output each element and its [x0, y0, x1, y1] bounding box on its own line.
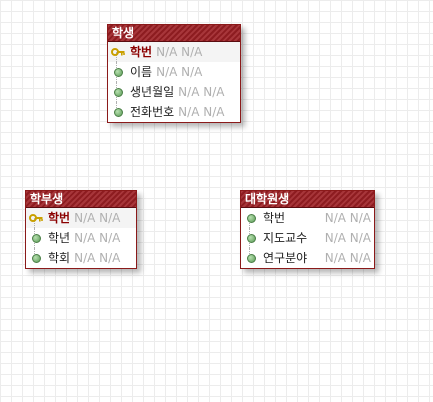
attribute-type: N/A N/A	[74, 211, 121, 225]
attribute-row[interactable]: 이름 N/A N/A	[108, 62, 240, 82]
attribute-name: 학회	[48, 251, 71, 265]
attribute-type: N/A N/A	[324, 251, 371, 265]
attribute-list: 학번 N/A N/A 지도교수 N/A N/A 연구분야 N/A N/A	[241, 207, 374, 268]
attribute-type: N/A N/A	[178, 85, 225, 99]
attribute-name: 이름	[130, 65, 153, 79]
attribute-name: 연구분야	[263, 251, 308, 265]
attribute-row[interactable]: 전화번호 N/A N/A	[108, 102, 240, 122]
attribute-dot-icon	[108, 102, 128, 122]
attribute-dot-icon	[108, 82, 128, 102]
attribute-dot-icon	[108, 62, 128, 82]
attribute-name: 생년월일	[130, 85, 175, 99]
attribute-type: N/A N/A	[74, 231, 121, 245]
attribute-type: N/A N/A	[324, 231, 371, 245]
entity-student[interactable]: 학생 학번 N/A N/A 이름 N/A N/A 생년월일 N/A N/A 전화…	[107, 24, 241, 123]
attribute-row[interactable]: 학번 N/A N/A	[108, 42, 240, 62]
attribute-row[interactable]: 학번 N/A N/A	[26, 208, 136, 228]
entity-title[interactable]: 학부생	[26, 191, 136, 207]
entity-title[interactable]: 학생	[108, 25, 240, 41]
attribute-row[interactable]: 학번 N/A N/A	[241, 208, 374, 228]
attribute-type: N/A N/A	[74, 251, 121, 265]
attribute-row[interactable]: 학회 N/A N/A	[26, 248, 136, 268]
attribute-name: 전화번호	[130, 105, 175, 119]
attribute-type: N/A N/A	[178, 105, 225, 119]
attribute-name: 학년	[48, 231, 71, 245]
attribute-list: 학번 N/A N/A 학년 N/A N/A 학회 N/A N/A	[26, 207, 136, 268]
attribute-name: 학번	[263, 211, 286, 225]
attribute-dot-icon	[241, 228, 261, 248]
attribute-row[interactable]: 학년 N/A N/A	[26, 228, 136, 248]
attribute-type: N/A N/A	[156, 45, 203, 59]
entity-undergraduate[interactable]: 학부생 학번 N/A N/A 학년 N/A N/A 학회 N/A N/A	[25, 190, 137, 269]
attribute-name: 학번	[48, 211, 71, 225]
attribute-dot-icon	[241, 208, 261, 228]
attribute-row[interactable]: 지도교수 N/A N/A	[241, 228, 374, 248]
attribute-dot-icon	[26, 248, 46, 268]
attribute-dot-icon	[26, 228, 46, 248]
attribute-name: 지도교수	[263, 231, 308, 245]
attribute-row[interactable]: 생년월일 N/A N/A	[108, 82, 240, 102]
attribute-name: 학번	[130, 45, 153, 59]
attribute-type: N/A N/A	[156, 65, 203, 79]
entity-title[interactable]: 대학원생	[241, 191, 374, 207]
attribute-row[interactable]: 연구분야 N/A N/A	[241, 248, 374, 268]
entity-graduate[interactable]: 대학원생 학번 N/A N/A 지도교수 N/A N/A 연구분야 N/A N/…	[240, 190, 375, 269]
key-icon	[108, 42, 128, 62]
attribute-list: 학번 N/A N/A 이름 N/A N/A 생년월일 N/A N/A 전화번호 …	[108, 41, 240, 122]
attribute-type: N/A N/A	[324, 211, 371, 225]
key-icon	[26, 208, 46, 228]
attribute-dot-icon	[241, 248, 261, 268]
